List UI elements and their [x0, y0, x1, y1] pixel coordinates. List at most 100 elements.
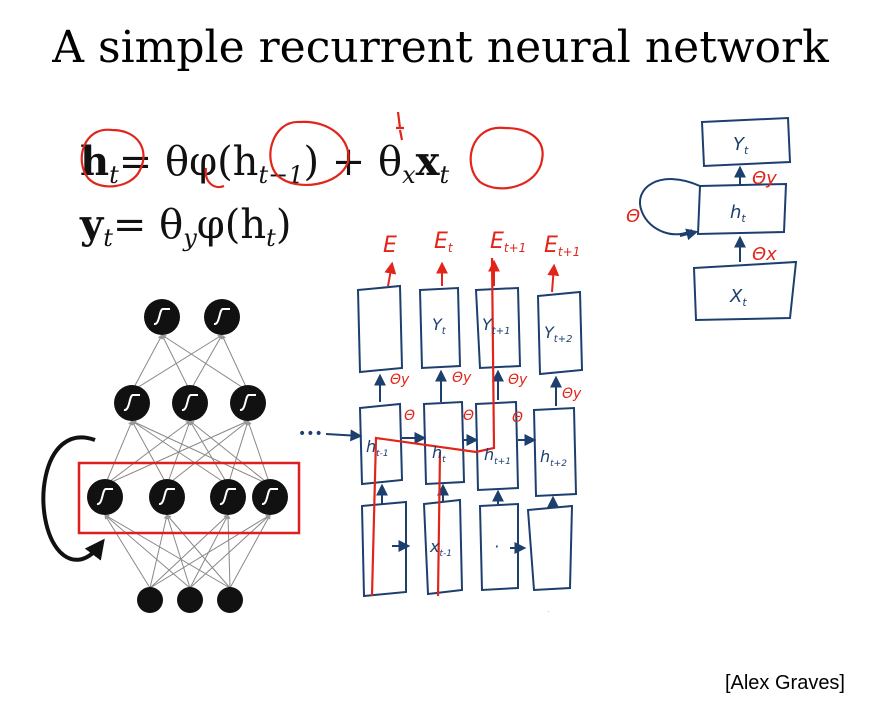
network-edge [189, 514, 271, 589]
hidden-label-1: h [432, 443, 442, 462]
network-edge [149, 514, 271, 589]
network-edge [131, 334, 223, 392]
compact-hidden-label: h [730, 202, 741, 223]
network-edge [166, 420, 191, 486]
theta-1: Θ [463, 408, 474, 424]
svg-text:ht= θφ(ht−1) + θxxt: ht= θφ(ht−1) + θxxt [80, 138, 450, 189]
sigmoid-icon [158, 488, 175, 505]
eq2-rhs: = θ [113, 202, 183, 248]
theta-y-3: Θy [562, 386, 582, 402]
svg-text:Et+1: Et+1 [544, 233, 580, 259]
compact-theta-x: Θx [752, 244, 777, 265]
network-diagram [41, 299, 301, 613]
network-edge [131, 420, 168, 486]
unrolled-output-labels: Yt Yt+1 Yt+2 [432, 315, 572, 345]
svg-text:Yt+2: Yt+2 [544, 323, 572, 345]
network-edge [246, 420, 271, 486]
network-edges [104, 334, 271, 589]
output-sub-3: t+2 [554, 334, 573, 345]
hidden-sub-3: t+2 [550, 459, 567, 469]
sigmoid-icon [213, 308, 230, 325]
sigmoid-icon [123, 393, 140, 411]
output-sub-2: t+1 [492, 326, 511, 337]
equation-annotations [80, 111, 544, 190]
sigmoid-icon [153, 308, 170, 325]
hidden-label-2: h [484, 445, 494, 464]
network-edge [131, 420, 271, 486]
network-edge [189, 514, 229, 589]
input-node [217, 587, 243, 613]
sigmoid-node [149, 479, 185, 515]
network-nodes [87, 299, 288, 613]
error-label-3: E [544, 233, 558, 258]
sigmoid-node [210, 479, 246, 515]
svg-text:E: E [383, 233, 397, 258]
network-edge [104, 420, 191, 486]
network-edge [189, 420, 271, 486]
eq1-rhs: = θφ(h [119, 139, 259, 185]
network-edge [131, 420, 229, 486]
theta-0: Θ [404, 408, 415, 424]
svg-text:ht: ht [432, 443, 446, 465]
sigmoid-icon [261, 488, 278, 505]
network-edge [221, 334, 249, 392]
unrolled-input-boxes [360, 498, 574, 598]
eq2-rhs-sub2: t [266, 224, 276, 252]
hidden-sub-1: t [442, 455, 446, 465]
unrolled-error-arrows [384, 259, 560, 293]
unrolled-rnn: ••• E Et Et+1 Et+1 Yt Yt+1 Yt+2 ht-1 ht … [298, 229, 584, 598]
hidden-label-0: h [366, 437, 376, 456]
unrolled-hidden-labels: ht-1 ht ht+1 ht+2 [366, 437, 567, 469]
network-edge [165, 514, 191, 589]
sigmoid-node [87, 479, 123, 515]
network-edge [104, 514, 231, 589]
input-node [137, 587, 163, 613]
theta-y-2: Θy [508, 372, 528, 388]
input-sub-1: t-1 [439, 549, 452, 559]
svg-text:Et: Et [434, 229, 454, 255]
compact-input-box [692, 260, 798, 322]
hidden-sub-0: t-1 [376, 449, 389, 459]
output-label-2: Y [482, 315, 493, 334]
network-edge [104, 420, 133, 486]
network-edge [189, 334, 223, 392]
eq1-rhs-end-sub: t [440, 161, 450, 189]
compact-output-label: Y [733, 134, 746, 155]
sigmoid-icon [181, 393, 198, 411]
svg-text:ht: ht [730, 202, 746, 225]
sigmoid-icon [96, 488, 113, 505]
svg-text:yt= θyφ(ht): yt= θyφ(ht) [79, 201, 291, 252]
hidden-label-3: h [540, 447, 550, 466]
compact-hidden-sub: t [741, 212, 746, 225]
network-edge [161, 334, 249, 392]
network-edge [149, 514, 229, 589]
network-edge [229, 514, 271, 589]
error-sub-3: t+1 [558, 245, 580, 259]
error-sub-2: t+1 [504, 241, 526, 255]
theta-y-1: Θy [452, 370, 472, 386]
network-edge [227, 420, 250, 486]
eq2-rhs-sub1: y [182, 224, 197, 252]
unrolled-hidden-boxes [358, 400, 578, 498]
theta-y-0: Θy [390, 372, 410, 388]
svg-text:ht+1: ht+1 [484, 445, 511, 467]
input-label-2: · [494, 537, 499, 556]
sigmoid-icon [239, 393, 256, 411]
eq2-lhs: y [79, 201, 105, 248]
svg-text:xt-1: xt-1 [429, 537, 452, 559]
svg-text:Xt: Xt [729, 286, 747, 309]
svg-text:ht-1: ht-1 [366, 437, 389, 459]
sigmoid-node [172, 385, 208, 421]
network-edge [104, 514, 151, 589]
slide-credit: [Alex Graves] [724, 672, 845, 694]
compact-hidden-box [696, 182, 788, 236]
input-label-1: x [429, 537, 440, 556]
input-node [177, 587, 203, 613]
sigmoid-node [230, 385, 266, 421]
eq2-rhs-end: ) [276, 202, 292, 248]
eq1-rhs-mid: ) + θ [303, 139, 402, 185]
compact-input-label: X [729, 286, 743, 307]
compact-self-loop [639, 178, 701, 236]
eq1-rhs-end: x [416, 138, 441, 185]
